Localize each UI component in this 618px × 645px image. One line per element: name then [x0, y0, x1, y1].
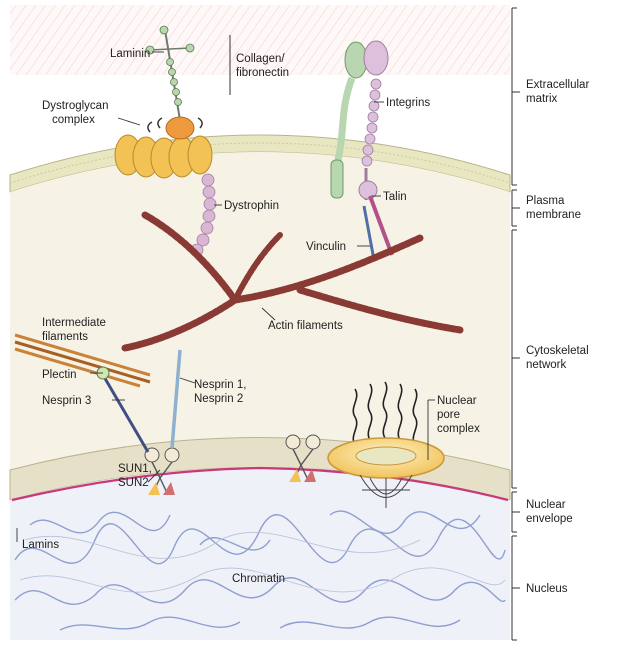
label-actin-filaments: Actin filaments: [268, 320, 343, 332]
label-npc-line1: Nuclear: [437, 395, 477, 407]
label-integrins: Integrins: [386, 97, 430, 109]
label-nesprin12-line2: Nesprin 2: [194, 393, 243, 405]
label-plectin: Plectin: [42, 369, 77, 381]
label-collagen-line1: Collagen/: [236, 53, 285, 65]
nucleus-region: [10, 468, 510, 641]
region-ne-line2: envelope: [526, 513, 573, 525]
label-chromatin: Chromatin: [232, 573, 285, 585]
region-brackets: [512, 8, 517, 640]
label-nesprin3: Nesprin 3: [42, 395, 91, 407]
label-intermediate-line1: Intermediate: [42, 317, 106, 329]
label-collagen-line2: fibronectin: [236, 67, 289, 79]
region-ecm-line2: matrix: [526, 93, 558, 105]
label-intermediate-line2: filaments: [42, 331, 88, 343]
region-pm-line1: Plasma: [526, 195, 565, 207]
label-dystrophin: Dystrophin: [224, 200, 279, 212]
region-pm-line2: membrane: [526, 209, 581, 221]
region-cyto-line1: Cytoskeletal: [526, 345, 589, 357]
label-sun-line2: SUN2: [118, 477, 149, 489]
region-ecm-line1: Extracellular: [526, 79, 589, 91]
region-nucleus: Nucleus: [526, 583, 568, 595]
region-ticks: [512, 92, 520, 588]
label-npc-line2: pore: [437, 409, 460, 421]
label-talin: Talin: [383, 191, 407, 203]
label-nesprin12-line1: Nesprin 1,: [194, 379, 246, 391]
label-dystroglycan-line2: complex: [52, 114, 95, 126]
label-vinculin: Vinculin: [306, 241, 346, 253]
region-ne-line1: Nuclear: [526, 499, 566, 511]
label-lamins: Lamins: [22, 539, 59, 551]
region-cyto-line2: network: [526, 359, 567, 371]
label-sun-line1: SUN1,: [118, 463, 152, 475]
dystroglycan-complex: [115, 117, 212, 178]
label-dystroglycan-line1: Dystroglycan: [42, 100, 108, 112]
label-npc-line3: complex: [437, 423, 480, 435]
label-laminin: Laminin: [110, 48, 150, 60]
